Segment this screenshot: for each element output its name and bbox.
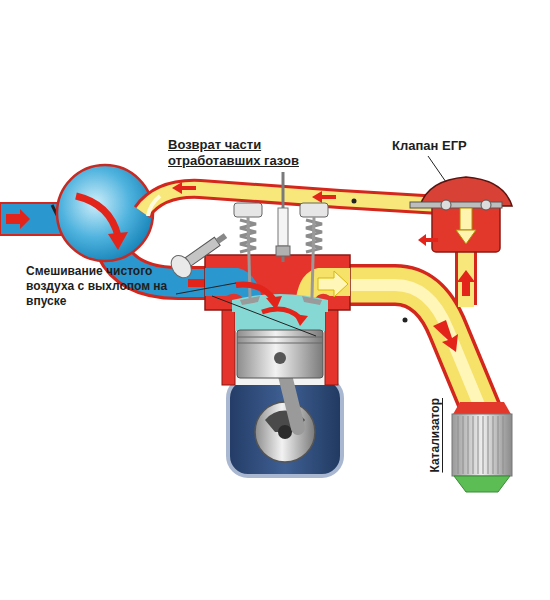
exhaust-valve — [300, 203, 328, 305]
flow-arrow — [457, 270, 475, 296]
fuel-injector — [167, 226, 232, 282]
leader-line — [176, 283, 236, 294]
flow-arrow — [108, 232, 128, 250]
callout-label: Возврат части отработавших газов — [168, 137, 318, 170]
leader-dot — [352, 199, 357, 204]
crank-pin — [278, 425, 292, 439]
flow-arrow — [6, 209, 30, 229]
flow-arrow — [418, 234, 438, 246]
flow-arrow — [318, 271, 348, 297]
egr-return-pipe — [142, 189, 440, 212]
cylinder-wall — [325, 305, 338, 385]
flow-arrow — [172, 182, 196, 194]
leader-line — [428, 156, 446, 182]
catalyst-body — [452, 414, 512, 476]
leader-dot — [403, 318, 408, 323]
intake-plenum — [57, 165, 153, 261]
catalyst-ribs — [458, 416, 503, 474]
valve-poppet — [456, 230, 476, 244]
egr-valve-body — [432, 200, 500, 252]
piston — [237, 330, 323, 378]
cylinder-bore — [234, 305, 326, 385]
callout-label: Смешивание чистого воздуха с выхлопом на… — [26, 264, 178, 309]
flow-arrow — [262, 309, 300, 318]
flow-arrow — [433, 320, 458, 352]
valve-stem — [460, 208, 472, 230]
cylinder-wall — [222, 305, 235, 385]
spark-plug — [276, 172, 290, 262]
egr-pipe-outline — [142, 189, 440, 212]
piston-ring — [237, 343, 323, 344]
crankshaft — [255, 402, 315, 462]
flow-arrow — [312, 191, 336, 203]
flow-arrow — [148, 196, 160, 216]
callout-label: Клапан ЕГР — [392, 138, 467, 154]
piston-pin — [274, 352, 286, 364]
valve-spring — [481, 200, 491, 210]
valve-spring — [441, 200, 451, 210]
flow-arrow — [294, 314, 308, 326]
flow-arrow — [76, 196, 118, 236]
flow-arrow — [236, 285, 274, 300]
piston-ring — [237, 337, 323, 338]
leader-line — [212, 296, 316, 336]
exhaust-port — [296, 268, 350, 300]
catalyst-outlet — [454, 476, 510, 492]
callout-label: Катализатор — [428, 398, 443, 473]
